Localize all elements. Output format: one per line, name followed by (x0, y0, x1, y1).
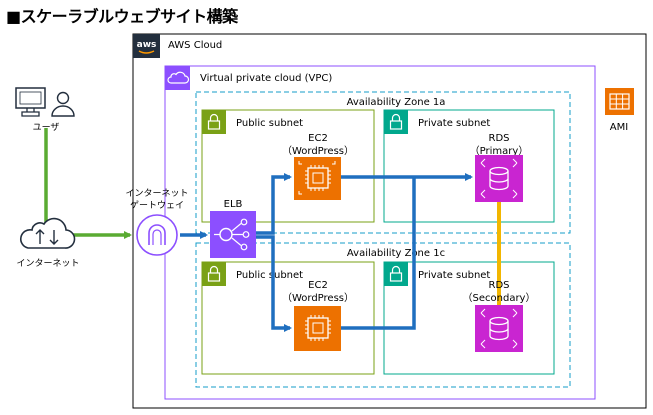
elb-to-ec2-1a-arrow (256, 173, 292, 235)
ec2-1a-sub: （WordPress） (282, 145, 354, 157)
ami-label: AMI (610, 122, 628, 133)
private-subnet-1c (383, 261, 555, 375)
private-subnet-1c-label: Private subnet (418, 270, 490, 281)
rds-primary-sub: （Primary） (470, 145, 529, 157)
vpc-label: Virtual private cloud (VPC) (200, 73, 332, 84)
public-subnet-1c (201, 261, 375, 375)
ec2-chip-icon (294, 306, 341, 351)
public-subnet-1c-label: Public subnet (236, 270, 303, 281)
vpc-cloud-icon (165, 66, 190, 90)
zone-1a-label: Availability Zone 1a (347, 97, 446, 108)
elb-icon (210, 211, 256, 258)
ec2-chip-icon (294, 157, 341, 200)
internet-gateway-icon (136, 214, 178, 256)
public-subnet-1a-label: Public subnet (236, 118, 303, 129)
public-subnet-1a (201, 109, 375, 223)
ec2-1c-to-rds-arrow (341, 177, 416, 330)
rds-database-icon (475, 155, 523, 202)
svg-text:aws: aws (137, 40, 157, 50)
availability-zone-1c (195, 242, 571, 388)
rds-database-icon (475, 305, 523, 352)
ami-icon (605, 88, 634, 115)
aws-cloud-group (132, 33, 647, 409)
internet-label: インターネット (16, 258, 79, 269)
ec2-1a-name: EC2 (308, 133, 328, 144)
zone-1c-label: Availability Zone 1c (347, 248, 445, 259)
igw-label-line2: ゲートウェイ (130, 199, 184, 211)
lock-icon (202, 262, 226, 286)
aws-logo-icon: aws (133, 34, 160, 58)
lock-icon (384, 110, 408, 134)
igw-label-line1: インターネット (125, 188, 188, 199)
lock-icon (384, 262, 408, 286)
aws-cloud-label: AWS Cloud (168, 40, 222, 51)
elb-label: ELB (224, 199, 243, 210)
availability-zone-1a (195, 91, 571, 234)
rds-primary-name: RDS (489, 133, 510, 144)
private-subnet-1a-label: Private subnet (418, 118, 490, 129)
cloud-icon (19, 217, 76, 249)
ec2-1c-name: EC2 (308, 280, 328, 291)
rds-secondary-sub: （Secondary） (463, 292, 536, 304)
private-subnet-1a (383, 109, 555, 223)
page-title: ■スケーラブルウェブサイト構築 (6, 7, 238, 26)
ec2-1c-sub: （WordPress） (282, 292, 354, 304)
computer-icon (15, 87, 46, 117)
user-label: ユーザ (33, 122, 60, 133)
elb-to-ec2-1c-arrow (256, 235, 292, 332)
rds-secondary-name: RDS (489, 280, 510, 291)
person-icon (51, 91, 75, 117)
lock-icon (202, 110, 226, 134)
